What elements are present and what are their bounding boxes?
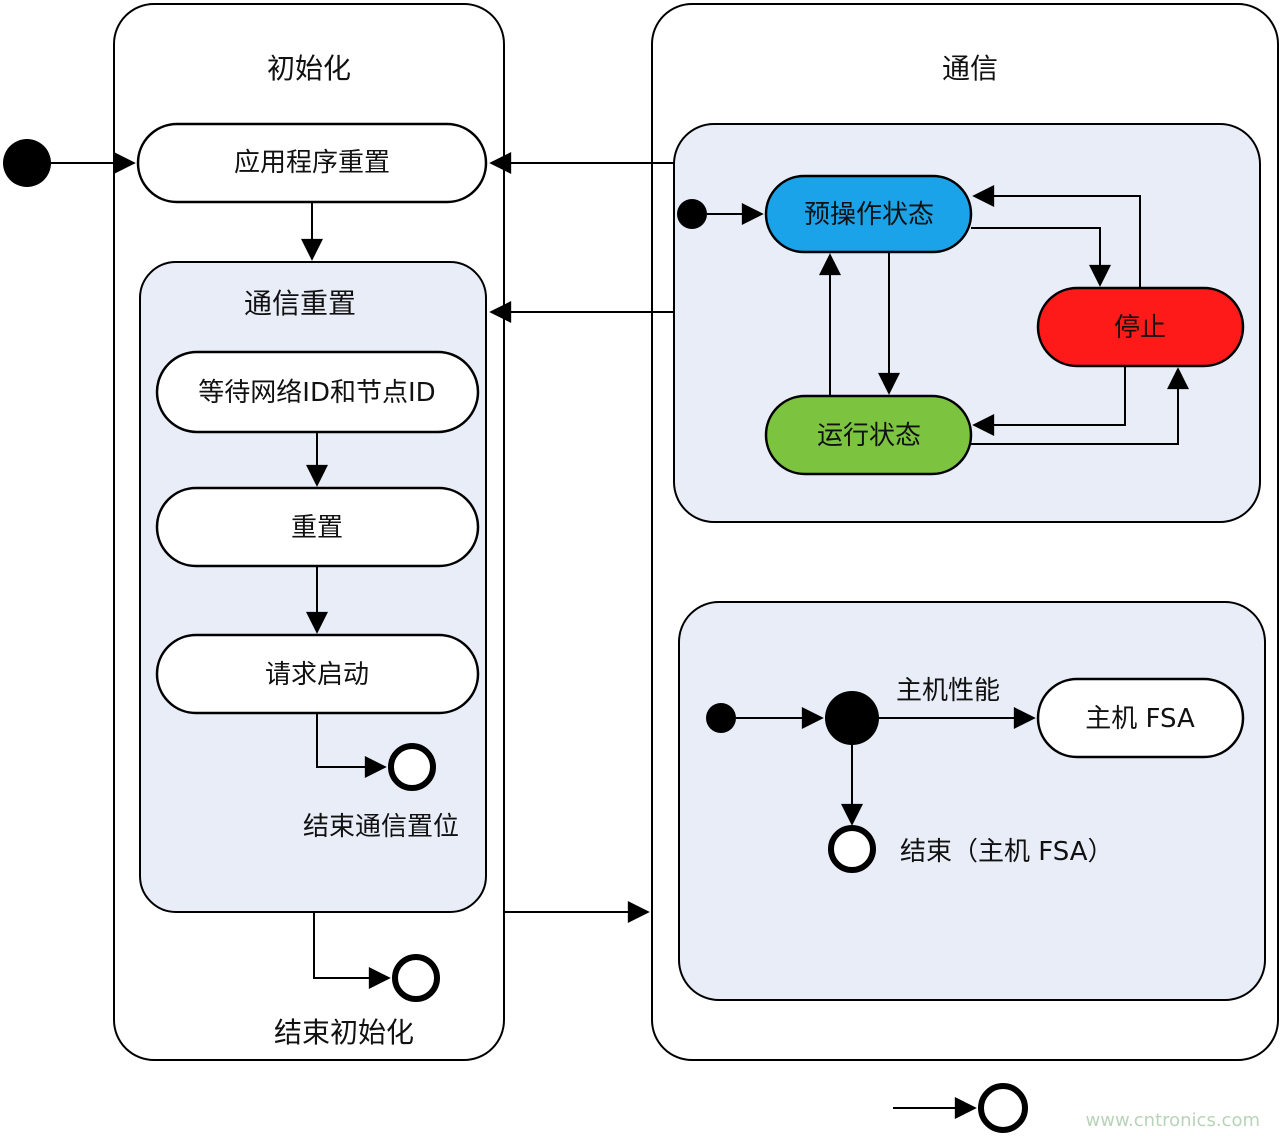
reset-label: 重置 (291, 513, 343, 543)
comm-reset-title: 通信重置 (244, 287, 356, 320)
host-fork-node (825, 691, 879, 745)
init-title: 初始化 (267, 52, 351, 85)
end-init-node (392, 954, 440, 1002)
run-label: 运行状态 (817, 421, 921, 451)
preop-label: 预操作状态 (804, 200, 934, 230)
request-start-label: 请求启动 (265, 660, 369, 690)
host-panel (678, 601, 1266, 1001)
host-fsa-label: 主机 FSA (1085, 704, 1195, 734)
end-comm-reset-node (388, 743, 436, 791)
wait-ids-label: 等待网络ID和节点ID (198, 378, 435, 408)
end-init-label: 结束初始化 (274, 1016, 414, 1049)
host-perf-label: 主机性能 (896, 676, 1000, 706)
watermark: www.cntronics.com (1086, 1110, 1260, 1131)
stop-label: 停止 (1114, 313, 1166, 343)
edge-stop-to-preop (972, 185, 1141, 288)
run-state (764, 394, 973, 476)
preop-state (764, 174, 973, 254)
host-initial-node (706, 703, 736, 733)
edge-request-to-end-comm-reset (316, 713, 387, 778)
edge-comm-reset-to-end-init (313, 913, 391, 989)
host-fsa-state (1036, 677, 1245, 759)
edge-preop-to-stop (971, 227, 1111, 287)
app-reset-label: 应用程序重置 (234, 148, 390, 178)
edge-run-to-stop (971, 367, 1189, 445)
end-host-label: 结束（主机 FSA） (900, 837, 1114, 867)
nmt-initial-node (677, 199, 707, 229)
final-node (978, 1083, 1028, 1133)
end-host-node (828, 825, 876, 873)
end-comm-reset-label: 结束通信置位 (303, 812, 459, 842)
comm-title: 通信 (942, 52, 998, 85)
edge-stop-to-run (972, 366, 1126, 436)
initial-node (3, 139, 51, 187)
